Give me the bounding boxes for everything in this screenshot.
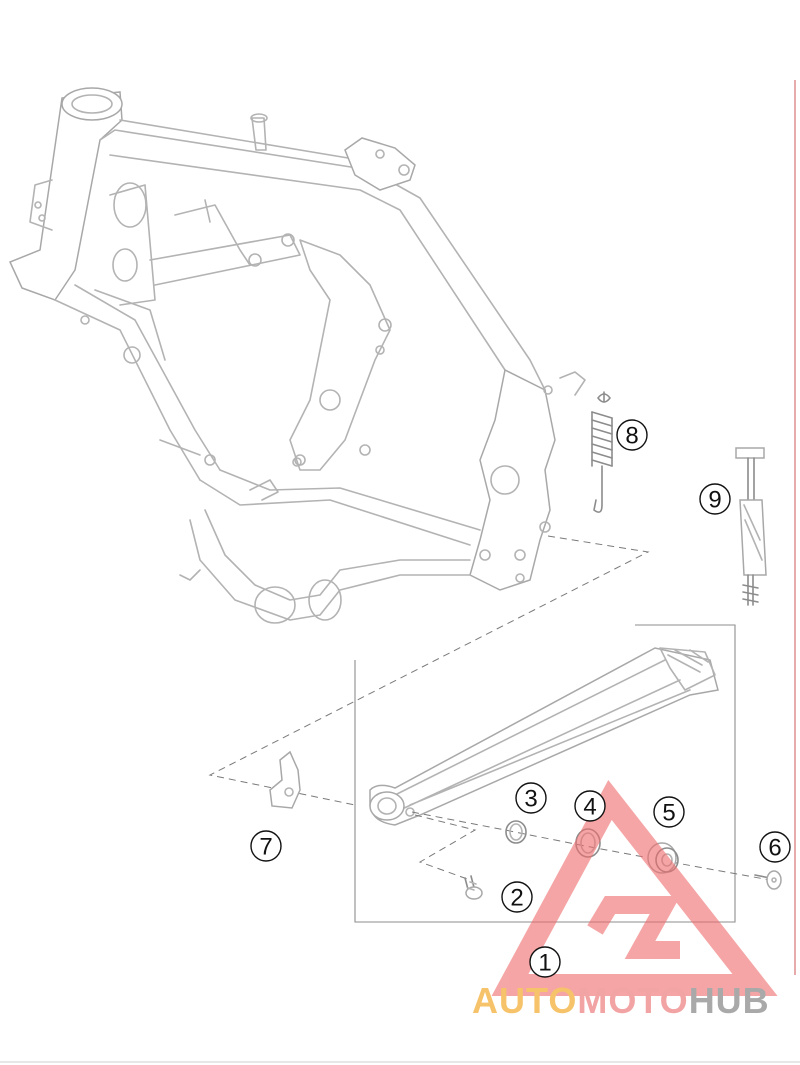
spring-part	[591, 391, 613, 513]
svg-text:1: 1	[538, 950, 551, 977]
svg-text:6: 6	[768, 835, 781, 862]
svg-text:8: 8	[625, 423, 638, 450]
callout-8: 8	[616, 419, 648, 451]
callout-3: 3	[515, 782, 547, 814]
watermark-logo	[491, 780, 778, 996]
svg-text:7: 7	[259, 834, 272, 861]
callout-1: 1	[529, 946, 561, 978]
side-stand-part	[369, 647, 719, 826]
svg-text:3: 3	[524, 786, 537, 813]
screw-part	[754, 870, 782, 890]
watermark-text-moto: MOTO	[577, 980, 689, 1021]
callout-5: 5	[653, 796, 685, 828]
callout-6: 6	[759, 831, 791, 863]
watermark-text: AUTOMOTOHUB	[472, 980, 770, 1022]
svg-text:5: 5	[662, 800, 675, 827]
clip-part	[269, 750, 301, 809]
watermark-text-auto: AUTO	[472, 980, 578, 1021]
callout-2: 2	[501, 881, 533, 913]
callout-7: 7	[250, 830, 282, 862]
callout-9: 9	[699, 483, 731, 515]
svg-text:9: 9	[708, 487, 721, 514]
bolt-part	[464, 875, 483, 900]
leader-frame-to-stand	[208, 535, 650, 806]
svg-text:2: 2	[510, 885, 523, 912]
watermark-text-hub: HUB	[688, 980, 770, 1021]
leader-stand-to-bolt	[414, 814, 477, 881]
ring-part	[505, 820, 527, 844]
side-stand-switch-part	[735, 447, 767, 606]
stand-assembly-box	[354, 624, 736, 923]
callout-4: 4	[574, 790, 606, 822]
motorcycle-frame	[8, 87, 586, 624]
svg-text:4: 4	[583, 794, 596, 821]
